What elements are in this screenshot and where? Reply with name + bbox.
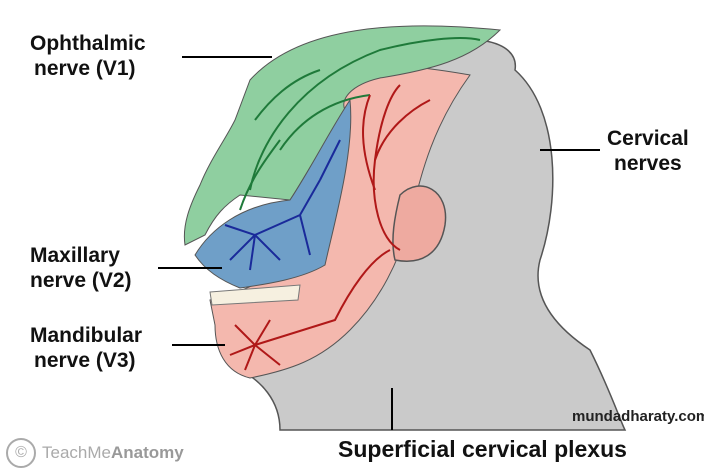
label-line: nerve (V1) [34,57,136,80]
label-maxillary-nerve: Maxillary nerve (V2) [30,243,132,293]
mandibular-branches [229,84,431,371]
label-ophthalmic-nerve: Ophthalmic nerve (V1) [30,31,146,81]
ear [392,185,447,262]
label-line: nerves [614,152,682,175]
logo-text-bold: Anatomy [110,443,184,462]
watermark: mundadharaty.com [572,408,704,425]
label-mandibular-nerve: Mandibular nerve (V3) [30,323,142,373]
label-line: nerve (V2) [30,269,132,292]
teeth [209,284,301,306]
label-line: nerve (V3) [34,349,136,372]
label-line: Maxillary [30,244,120,267]
maxillary-branches [224,139,341,271]
label-line: Mandibular [30,324,143,347]
leader-lines [158,56,600,430]
copyright-icon: © [6,438,36,468]
label-superficial-cervical-plexus: Superficial cervical plexus [338,436,627,462]
logo-text: TeachMe [42,443,111,462]
label-line: Cervical [607,127,689,150]
label-line: Ophthalmic [30,32,146,55]
ophthalmic-branches [239,37,481,211]
maxillary-region [194,98,352,289]
label-cervical-nerves: Cervical nerves [607,126,689,176]
